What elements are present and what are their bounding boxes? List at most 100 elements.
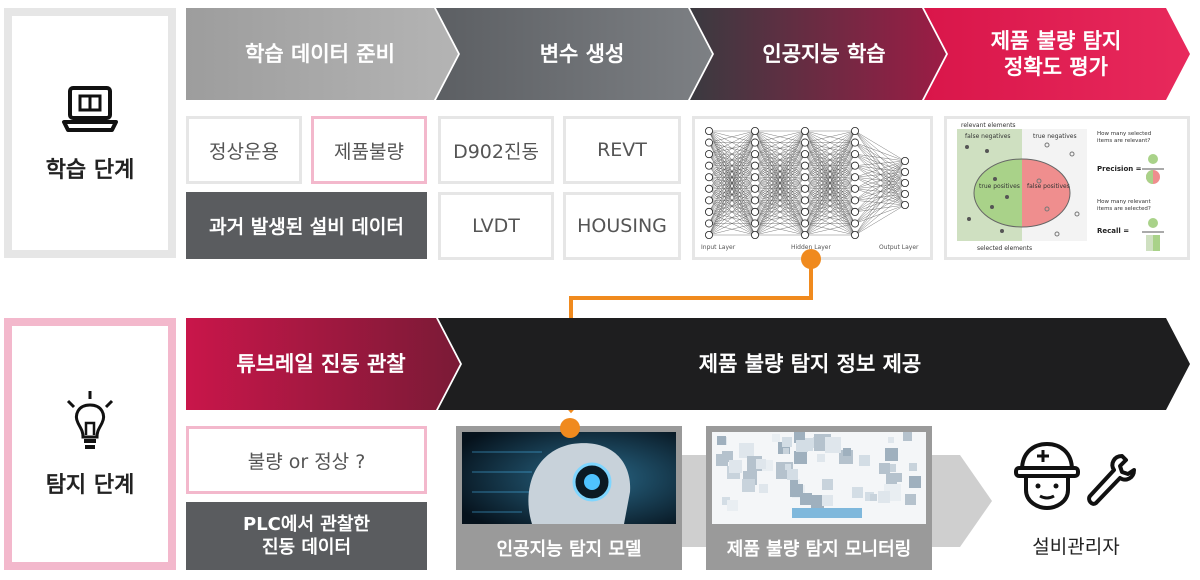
step-arrow-1-shape — [186, 8, 458, 100]
recall-visual — [1142, 218, 1164, 251]
nn-node — [801, 219, 810, 228]
nn-connection — [708, 130, 756, 143]
recall-label: Recall = — [1097, 227, 1130, 235]
connector-end-dot — [560, 418, 580, 438]
nn-connection — [754, 154, 806, 236]
nn-connection — [854, 153, 906, 173]
neural-network-diagram — [704, 126, 909, 240]
mosaic-tile — [794, 432, 805, 443]
nn-connection — [804, 130, 856, 201]
monitoring-image — [712, 432, 926, 524]
nn-connection — [854, 177, 906, 206]
nn-input-label: Input Layer — [701, 244, 736, 251]
mosaic-tile — [822, 479, 833, 490]
tile-product-defect: 제품불량 — [311, 116, 427, 184]
nn-node — [751, 231, 760, 240]
mosaic-tile — [729, 460, 742, 473]
nn-node — [704, 161, 713, 170]
nn-connection — [804, 165, 856, 236]
nn-connection — [854, 130, 906, 206]
nn-node — [801, 138, 810, 147]
mosaic-tile — [817, 454, 825, 462]
nn-node — [751, 138, 760, 147]
nn-node — [751, 126, 760, 135]
nn-connection — [854, 160, 906, 189]
lightbulb-icon — [66, 391, 114, 449]
nn-node — [850, 196, 859, 205]
nn-connection — [804, 130, 856, 224]
nn-connection — [854, 182, 906, 201]
nn-connection — [854, 165, 906, 184]
mosaic-tile — [759, 484, 768, 493]
nn-connection — [708, 130, 756, 212]
nn-connection — [708, 130, 756, 201]
mosaic-tile — [790, 484, 803, 497]
nn-node — [704, 173, 713, 182]
nn-connection — [854, 153, 906, 195]
nn-connection — [708, 165, 756, 236]
nn-connection — [854, 177, 906, 195]
nn-connection — [804, 200, 856, 236]
nn-connection — [754, 130, 806, 212]
nn-node — [704, 138, 713, 147]
nn-node — [751, 219, 760, 228]
nn-connection — [854, 193, 906, 224]
mosaic-tile — [783, 448, 789, 454]
nn-connection — [754, 130, 806, 178]
nn-connection — [708, 130, 756, 224]
nn-connection — [854, 177, 906, 184]
true-positives-label: true positives — [979, 183, 1020, 190]
nn-connection — [854, 204, 906, 236]
true-positive-half — [974, 159, 1022, 227]
mosaic-tile — [787, 469, 798, 480]
selected-ellipse — [973, 158, 1071, 228]
nn-connection — [804, 130, 856, 178]
nn-node — [850, 161, 859, 170]
nn-connection — [854, 142, 906, 184]
nn-connection — [804, 130, 856, 143]
nn-connection — [804, 130, 856, 166]
mosaic-tile — [785, 464, 791, 470]
mosaic-tile — [717, 436, 726, 445]
step-accuracy-evaluation: 제품 불량 탐지 정확도 평가 — [990, 28, 1122, 79]
mosaic-tile — [885, 448, 898, 461]
nn-connection — [854, 171, 906, 236]
defect-monitoring-card: 제품 불량 탐지 모니터링 — [706, 426, 932, 570]
nn-connection — [854, 200, 906, 206]
tile-variable-lvdt: LVDT — [438, 192, 554, 260]
sample-dots — [965, 145, 1009, 233]
learning-stage-label: 학습 단계 — [45, 158, 135, 183]
nn-connection — [754, 177, 806, 236]
laptop-icon — [62, 86, 118, 132]
nn-connection — [854, 188, 906, 206]
mosaic-tile — [909, 476, 921, 488]
nn-node — [801, 196, 810, 205]
nn-node — [751, 173, 760, 182]
nn-connection — [854, 160, 906, 166]
nn-node — [900, 190, 909, 199]
nn-node — [801, 184, 810, 193]
precision-recall-diagram — [957, 129, 1164, 251]
nn-connection — [708, 130, 756, 189]
nn-node — [850, 219, 859, 228]
mosaic-tile — [756, 459, 766, 469]
mosaic-tile — [772, 434, 780, 442]
nn-node — [751, 150, 760, 159]
mosaic-tile — [843, 448, 851, 456]
tile-variable-housing: HOUSING — [563, 192, 681, 260]
step-provide-defect-info: 제품 불량 탐지 정보 제공 — [698, 351, 922, 376]
nn-connection — [854, 171, 906, 201]
mosaic-tile — [794, 451, 807, 464]
nn-node — [801, 126, 810, 135]
mosaic-tile — [739, 443, 754, 458]
nn-node — [900, 168, 909, 177]
nn-connection — [754, 188, 806, 236]
nn-connection — [854, 165, 906, 195]
nn-connection — [754, 223, 806, 236]
relevant-elements-label: relevant elements — [961, 122, 1016, 129]
connector-vertical-top — [809, 258, 813, 298]
mosaic-tile — [865, 492, 874, 501]
nn-connection — [854, 160, 906, 224]
nn-node — [751, 161, 760, 170]
precision-recall-figure: relevant elements false negatives true n… — [944, 116, 1190, 260]
